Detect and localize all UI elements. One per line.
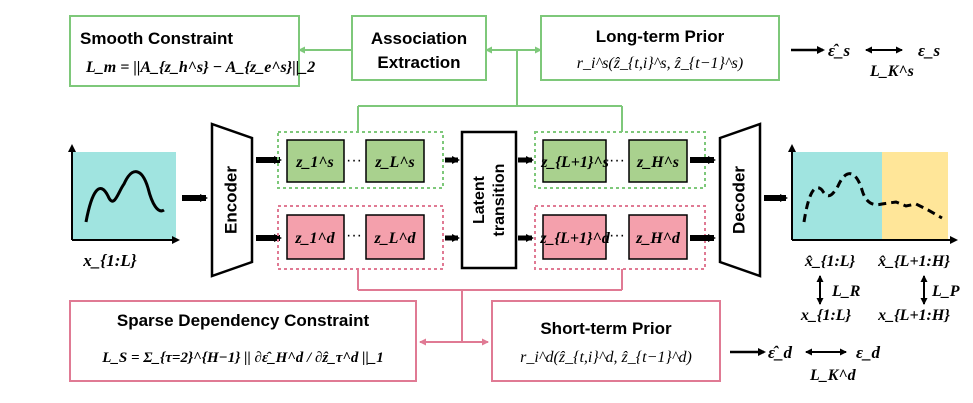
loss-k-s: L_K^s — [869, 63, 914, 80]
z-d-1-node — [286, 214, 345, 260]
smooth-constraint-title: Smooth Constraint — [80, 29, 233, 48]
z-d-L1-label: z_{L+1}^d — [539, 230, 610, 247]
z-s-1-node — [286, 139, 345, 183]
z-d-H-node — [628, 214, 688, 260]
z-s-L-node — [365, 139, 425, 183]
output-labels: x̂_{1:L} x̂_{L+1:H} L_R L_P x_{1:L} x_{L… — [800, 253, 960, 324]
z-d-1-label: z_1^d — [294, 230, 335, 247]
eps-s: ε_s — [918, 41, 940, 60]
smooth-constraint-box: Smooth Constraint L_m = ||A_{z_h^s} − A_… — [69, 15, 315, 87]
z-d-future-dots: ··· — [609, 227, 625, 244]
z-s-H-label: z_H^s — [636, 154, 679, 171]
eps-d-hat: ε̂_d — [768, 343, 792, 362]
residual-d-group: ε̂_d ε_d L_K^d — [730, 343, 880, 384]
z-d-H-label: z_H^d — [635, 230, 681, 247]
decoder-label: Decoder — [729, 166, 748, 234]
decoder-block: Decoder — [718, 122, 762, 278]
z-d-L-label: z_L^d — [373, 230, 416, 247]
association-line1: Association — [371, 29, 467, 48]
output-series-plot — [788, 144, 958, 244]
z-d-L-node — [365, 214, 425, 260]
out-true-fut-label: x_{L+1:H} — [877, 307, 950, 324]
latent-s-history-group: z_1^s ··· z_L^s — [277, 131, 444, 189]
out-true-hist-label: x_{1:L} — [800, 307, 852, 324]
latent-transition-line2: transition — [491, 164, 508, 237]
latent-transition-block: Latent transition — [460, 130, 518, 270]
latent-d-future-group: z_{L+1}^d ··· z_H^d — [534, 205, 706, 270]
z-s-L1-label: z_{L+1}^s — [540, 154, 609, 171]
input-series-plot: x_{1:L} — [68, 144, 180, 270]
short-term-prior-box: Short-term Prior r_i^d(ẑ_{t,i}^d, ẑ_{t−1… — [491, 300, 721, 382]
z-d-dots: ··· — [346, 227, 362, 244]
z-d-L1-node — [542, 214, 607, 260]
short-term-prior-title: Short-term Prior — [540, 319, 672, 338]
association-line2: Extraction — [377, 53, 460, 72]
loss-k-d: L_K^d — [809, 367, 857, 384]
sparse-dependency-formula: L_S = Σ_{τ=2}^{H−1} || ∂ε̂_H^d / ∂ẑ_τ^d … — [101, 350, 384, 366]
green-connectors — [298, 46, 623, 132]
eps-d: ε_d — [856, 343, 880, 362]
latent-s-future-group: z_{L+1}^s ··· z_H^s — [534, 131, 706, 189]
long-term-prior-box: Long-term Prior r_i^s(ẑ_{t,i}^s, ẑ_{t−1}… — [540, 15, 780, 81]
loss-p-label: L_P — [931, 283, 960, 300]
encoder-label: Encoder — [221, 166, 240, 234]
eps-s-hat: ε̂_s — [828, 41, 850, 60]
loss-r-label: L_R — [831, 283, 861, 300]
out-hat-fut-label: x̂_{L+1:H} — [877, 253, 950, 270]
smooth-constraint-formula: L_m = ||A_{z_h^s} − A_{z_e^s}||_2 — [85, 59, 315, 76]
latent-transition-line1: Latent — [471, 175, 488, 224]
input-label: x_{1:L} — [82, 251, 136, 270]
z-s-dots: ··· — [346, 152, 362, 169]
association-extraction-box: Association Extraction — [351, 15, 487, 81]
latent-d-history-group: z_1^d ··· z_L^d — [277, 205, 444, 270]
out-hat-hist-label: x̂_{1:L} — [804, 253, 856, 270]
z-s-L1-node — [542, 139, 607, 183]
residual-s-group: ε̂_s ε_s L_K^s — [791, 41, 940, 80]
long-term-prior-title: Long-term Prior — [596, 27, 725, 46]
encoder-block: Encoder — [210, 122, 254, 278]
z-s-future-dots: ··· — [609, 152, 625, 169]
sparse-dependency-title: Sparse Dependency Constraint — [117, 311, 370, 330]
z-s-L-label: z_L^s — [374, 154, 414, 171]
sparse-dependency-box: Sparse Dependency Constraint L_S = Σ_{τ=… — [69, 300, 417, 382]
z-s-H-node — [628, 139, 688, 183]
z-s-1-label: z_1^s — [295, 154, 334, 171]
short-term-prior-formula: r_i^d(ẑ_{t,i}^d, ẑ_{t−1}^d) — [520, 349, 692, 366]
long-term-prior-formula: r_i^s(ẑ_{t,i}^s, ẑ_{t−1}^s) — [577, 55, 743, 72]
red-connectors — [357, 269, 623, 346]
